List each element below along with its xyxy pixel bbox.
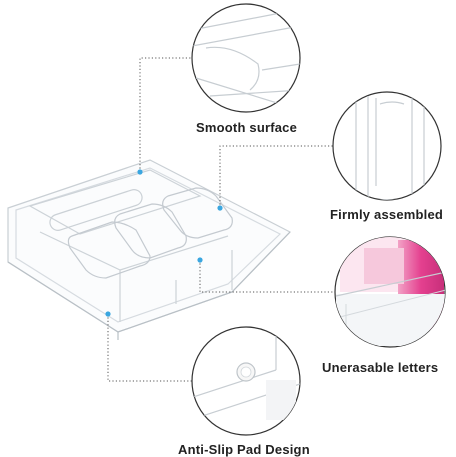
feature-label-smooth-surface: Smooth surface (196, 120, 298, 135)
callout-anti-slip-pad (191, 326, 301, 436)
callout-firmly-assembled (332, 91, 442, 201)
feature-label-firmly-assembled: Firmly assembled (330, 207, 444, 222)
callout-smooth-surface (191, 3, 301, 113)
leader-lines (107, 57, 335, 382)
acrylic-organizer (7, 159, 291, 340)
feature-label-unerasable-letters: Unerasable letters (322, 360, 439, 375)
feature-label-anti-slip-pad: Anti-Slip Pad Design (178, 442, 310, 457)
callout-unerasable-letters (334, 236, 446, 348)
callout-dots (105, 169, 223, 317)
